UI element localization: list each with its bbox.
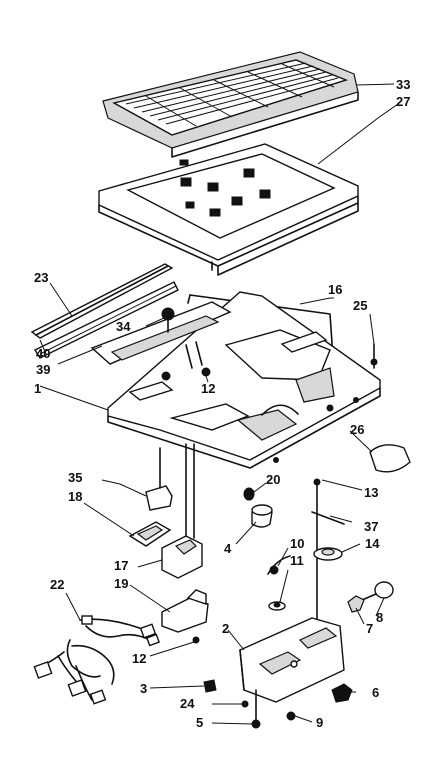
callout-26: 26 [350, 422, 364, 437]
part-2-base-bracket [239, 617, 345, 703]
part-3-clip [203, 679, 217, 693]
callout-40: 40 [36, 346, 50, 361]
part-12-screw-lower [192, 636, 200, 644]
callout-3: 3 [140, 681, 147, 696]
part-23-rail [30, 263, 174, 339]
callout-25: 25 [353, 298, 367, 313]
part-11-washer [268, 601, 286, 611]
callout-19: 19 [114, 576, 128, 591]
callout-24: 24 [180, 696, 195, 711]
callout-4: 4 [224, 541, 232, 556]
part-24-screw [241, 700, 249, 708]
callout-27: 27 [396, 94, 410, 109]
part-17-thermostat [161, 443, 203, 579]
callout-22: 22 [50, 577, 64, 592]
part-6-grommet [331, 683, 353, 703]
part-20-knob [243, 487, 255, 501]
callout-labels: 33 27 23 16 25 34 40 39 1 12 26 35 18 20… [34, 77, 410, 730]
part-37-clip [311, 511, 345, 525]
callout-23: 23 [34, 270, 48, 285]
part-4-bellows [251, 504, 273, 528]
callout-20: 20 [266, 472, 280, 487]
callout-39: 39 [36, 362, 50, 377]
callout-37: 37 [364, 519, 378, 534]
callout-10: 10 [290, 536, 304, 551]
callout-1: 1 [34, 381, 41, 396]
part-25-screw [370, 343, 378, 369]
callout-6: 6 [372, 685, 379, 700]
callout-7: 7 [366, 621, 373, 636]
part-1-control-housing [90, 291, 381, 469]
callout-9: 9 [316, 715, 323, 730]
part-13-rod [313, 478, 321, 641]
part-22-wire-harness [33, 615, 160, 705]
leader-lines [39, 83, 399, 725]
part-18-switch [128, 521, 172, 547]
callout-11: 11 [290, 553, 304, 568]
part-19-housing [161, 589, 209, 633]
part-35-bracket [145, 447, 173, 511]
callout-14: 14 [365, 536, 380, 551]
callout-12-lower: 12 [132, 651, 146, 666]
part-27-shelf-frame [98, 143, 359, 276]
part-40-strip [33, 281, 179, 359]
part-10-arm [267, 555, 291, 575]
callout-2: 2 [222, 621, 229, 636]
callout-8: 8 [376, 610, 383, 625]
callout-35: 35 [68, 470, 82, 485]
callout-33: 33 [396, 77, 410, 92]
part-33-shelf-grille [102, 51, 359, 158]
callout-5: 5 [196, 715, 203, 730]
part-8-damper [361, 581, 394, 601]
part-9-screw [286, 711, 296, 721]
callout-34: 34 [116, 319, 131, 334]
callout-18: 18 [68, 489, 82, 504]
part-26-duct [369, 444, 411, 473]
part-5-screw [251, 689, 261, 729]
callout-13: 13 [364, 485, 378, 500]
callout-17: 17 [114, 558, 128, 573]
callout-12-upper: 12 [201, 381, 215, 396]
part-14-disk [313, 547, 343, 561]
part-34-screw [161, 307, 175, 333]
callout-16: 16 [328, 282, 342, 297]
part-7-nut [347, 595, 365, 613]
